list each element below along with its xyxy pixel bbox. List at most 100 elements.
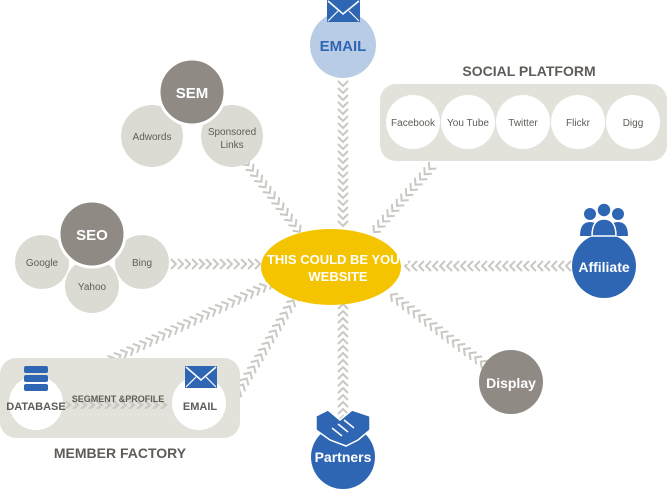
social-item-twitter[interactable]: Twitter bbox=[496, 95, 550, 149]
chevron-mark bbox=[177, 258, 185, 270]
chevron-mark bbox=[262, 185, 272, 195]
email-label: EMAIL bbox=[320, 38, 367, 55]
chevron-mark bbox=[414, 177, 423, 186]
chevron-mark bbox=[372, 224, 382, 234]
social-item-label: Digg bbox=[623, 118, 644, 129]
chevron-mark bbox=[261, 341, 271, 350]
chevron-mark bbox=[170, 324, 179, 336]
chevron-mark bbox=[201, 309, 211, 321]
chevron-mark bbox=[282, 305, 293, 314]
chevron-mark bbox=[208, 306, 217, 318]
chevron-mark bbox=[279, 311, 289, 320]
social-item-label: You Tube bbox=[447, 118, 489, 129]
affiliate-node[interactable]: Affiliate bbox=[572, 234, 636, 298]
database-node[interactable]: DATABASE bbox=[6, 366, 66, 430]
chevron-mark bbox=[337, 136, 349, 144]
sem-to-center-connector bbox=[241, 158, 302, 233]
chevron-mark bbox=[266, 191, 276, 200]
seo-child-bing[interactable]: Bing bbox=[115, 235, 169, 289]
seo-cluster: Google Bing Yahoo SEO bbox=[15, 199, 169, 313]
sem-child-adwords[interactable]: Adwords bbox=[121, 105, 183, 167]
seo-child-yahoo[interactable]: Yahoo bbox=[65, 259, 119, 313]
chevron-mark bbox=[536, 260, 544, 272]
seo-label: SEO bbox=[76, 227, 108, 244]
chevron-mark bbox=[395, 198, 405, 207]
member-factory-title: MEMBER FACTORY bbox=[54, 445, 187, 461]
chevron-mark bbox=[182, 318, 192, 330]
chevron-mark bbox=[487, 260, 495, 272]
chevron-mark bbox=[254, 174, 264, 183]
email-node[interactable]: EMAIL bbox=[310, 12, 376, 78]
chevron-mark bbox=[457, 342, 466, 353]
social-item-flickr[interactable]: Flickr bbox=[551, 95, 605, 149]
chevron-mark bbox=[119, 348, 129, 360]
chevron-mark bbox=[529, 260, 537, 272]
seo-node[interactable]: SEO bbox=[57, 199, 127, 269]
chevron-mark bbox=[406, 305, 415, 315]
chevron-mark bbox=[451, 338, 460, 348]
member-email-node[interactable]: EMAIL bbox=[172, 366, 226, 430]
chevron-mark bbox=[564, 260, 572, 272]
chevron-mark bbox=[292, 224, 302, 233]
chevron-mark bbox=[473, 260, 481, 272]
chevron-mark bbox=[337, 101, 349, 109]
chevron-mark bbox=[258, 282, 268, 293]
center-website-node[interactable]: THIS COULD BE YOUR WEBSITE bbox=[261, 229, 410, 305]
chevron-mark bbox=[170, 258, 178, 270]
chevron-mark bbox=[286, 299, 297, 308]
chevron-mark bbox=[226, 258, 234, 270]
chevron-mark bbox=[494, 260, 502, 272]
chevron-mark bbox=[219, 258, 227, 270]
social-item-digg[interactable]: Digg bbox=[606, 95, 660, 149]
chevron-mark bbox=[337, 115, 349, 123]
chevron-mark bbox=[195, 312, 204, 324]
chevron-mark bbox=[337, 94, 349, 102]
chevron-mark bbox=[412, 309, 421, 319]
segment-profile-label: SEGMENT &PROFILE bbox=[72, 394, 165, 404]
chevron-mark bbox=[189, 315, 198, 327]
chevron-mark bbox=[550, 260, 558, 272]
social-to-center-connector bbox=[372, 161, 437, 234]
social-item-facebook[interactable]: Facebook bbox=[386, 95, 440, 149]
chevron-mark bbox=[337, 351, 349, 359]
sem-node[interactable]: SEM bbox=[157, 57, 227, 127]
segment-profile-link: SEGMENT &PROFILE bbox=[66, 394, 168, 409]
chevron-mark bbox=[138, 339, 148, 351]
chevron-mark bbox=[440, 330, 449, 340]
chevron-mark bbox=[479, 359, 488, 369]
display-node[interactable]: Display bbox=[479, 350, 543, 414]
chevron-mark bbox=[157, 330, 166, 342]
chevron-mark bbox=[337, 386, 349, 394]
chevron-mark bbox=[337, 87, 349, 95]
chevron-mark bbox=[271, 323, 282, 332]
sem-cluster: Adwords Sponsored Links SEM bbox=[121, 57, 263, 167]
chevron-mark bbox=[275, 202, 285, 211]
chevron-mark bbox=[381, 214, 391, 223]
partners-node[interactable]: Partners bbox=[311, 425, 375, 489]
seo-child-google[interactable]: Google bbox=[15, 235, 69, 289]
sem-child-label: Links bbox=[220, 140, 243, 151]
email-to-center-connector bbox=[337, 80, 349, 228]
chevron-mark bbox=[423, 317, 432, 327]
people-icon bbox=[580, 202, 628, 237]
seo-child-label: Bing bbox=[132, 258, 152, 269]
chevron-mark bbox=[429, 322, 438, 332]
chevron-mark bbox=[337, 393, 349, 401]
chevron-mark bbox=[337, 400, 349, 408]
chevron-mark bbox=[423, 167, 432, 176]
chevron-mark bbox=[288, 218, 298, 228]
chevron-mark bbox=[431, 260, 439, 272]
chevron-mark bbox=[501, 260, 509, 272]
chevron-mark bbox=[427, 161, 437, 171]
chevron-mark bbox=[337, 302, 349, 310]
chevron-mark bbox=[268, 329, 279, 338]
chevron-mark bbox=[257, 347, 268, 356]
chevron-mark bbox=[198, 258, 206, 270]
sem-child-sponsored-links[interactable]: Sponsored Links bbox=[201, 105, 263, 167]
chevron-mark bbox=[543, 260, 551, 272]
chevron-mark bbox=[233, 258, 241, 270]
sem-child-label: Sponsored bbox=[208, 127, 256, 138]
social-item-label: Twitter bbox=[508, 118, 538, 129]
social-item-youtube[interactable]: You Tube bbox=[441, 95, 495, 149]
